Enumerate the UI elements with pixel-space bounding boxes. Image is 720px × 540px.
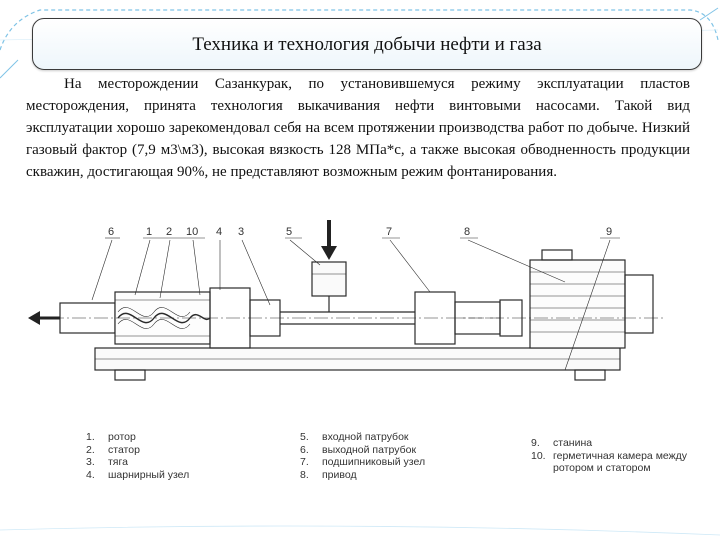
callout-7: 7 (386, 226, 392, 238)
slide-title: Техника и технология добычи нефти и газа (192, 34, 542, 55)
legend-item: 6.выходной патрубок (300, 443, 417, 456)
legend-item: 10.герметичная камера между (531, 449, 688, 462)
legend-item: 7.подшипниковый узел (300, 456, 426, 468)
legend-col-2: 5.входной патрубок 6.выходной патрубок 7… (300, 431, 425, 481)
callout-6: 6 (108, 226, 114, 238)
legend-col-1: 1.ротор 2.статор 3.тяга 4.шарнирный узел (86, 431, 189, 481)
body-paragraph: На месторождении Сазанкурак, по установи… (26, 76, 690, 180)
callout-5: 5 (286, 226, 292, 238)
title-box: Техника и технология добычи нефти и газа (32, 18, 702, 70)
callout-4: 4 (216, 226, 222, 238)
body-text: На месторождении Сазанкурак, по установи… (26, 73, 690, 183)
callout-2: 2 (166, 226, 172, 238)
legend-item: 2.статор (86, 443, 140, 456)
inlet-arrow-icon (321, 220, 337, 260)
legend-item: 4.шарнирный узел (86, 468, 190, 481)
callout-3: 3 (238, 226, 244, 238)
legend-item: 3.тяга (86, 456, 128, 468)
callout-10: 10 (186, 226, 198, 238)
outlet-arrow-icon (28, 311, 60, 325)
legend-col-3: 9.станина 10.герметичная камера между ро… (531, 437, 687, 475)
screw-pump-diagram: 6 1 2 10 4 3 5 7 8 9 (28, 220, 665, 381)
legend-item: 1.ротор (86, 431, 136, 443)
legend-item: 8.привод (300, 468, 357, 481)
callout-1: 1 (146, 226, 152, 238)
legend-item: 5.входной патрубок (300, 431, 409, 443)
callout-8: 8 (464, 226, 470, 238)
legend-item: ротором и статором (553, 462, 651, 474)
legend-item: 9.станина (531, 437, 593, 449)
callout-9: 9 (606, 226, 612, 238)
